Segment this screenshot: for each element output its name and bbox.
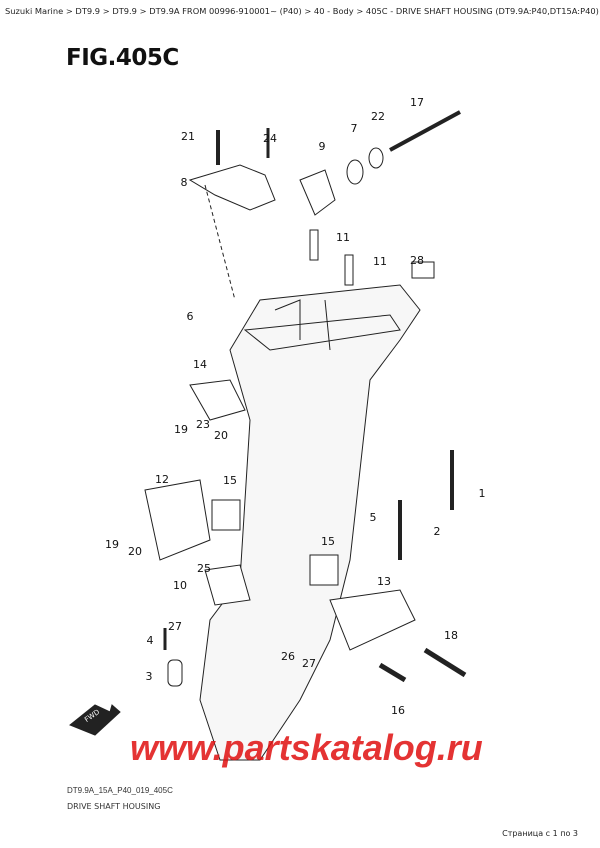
callout-number[interactable]: 19 <box>174 423 188 436</box>
part-10 <box>204 564 251 606</box>
clamp-14 <box>189 379 246 421</box>
callout-number[interactable]: 24 <box>263 132 277 145</box>
callout-number[interactable]: 17 <box>410 96 424 109</box>
callout-number[interactable]: 19 <box>105 538 119 551</box>
figure-title: FIG.405C <box>66 45 179 71</box>
fwd-arrow-icon <box>69 704 121 736</box>
callout-number[interactable]: 27 <box>302 657 316 670</box>
callout-number[interactable]: 12 <box>155 473 169 486</box>
callout-number[interactable]: 2 <box>433 525 441 538</box>
callout-number[interactable]: 1 <box>478 487 486 500</box>
drawing-code: DT9.9A_15A_P40_019_405C <box>67 786 173 795</box>
callout-number[interactable]: 23 <box>196 418 210 431</box>
callout-number[interactable]: 4 <box>146 634 154 647</box>
part-13 <box>329 589 416 651</box>
pagination: Страница с 1 по 3 <box>502 829 578 838</box>
callout-number[interactable]: 15 <box>321 535 335 548</box>
callout-number[interactable]: 20 <box>128 545 142 558</box>
callout-number[interactable]: 11 <box>373 255 387 268</box>
breadcrumb[interactable]: Suzuki Marine > DT9.9 > DT9.9 > DT9.9A F… <box>5 6 599 16</box>
mount-rubber <box>299 169 336 216</box>
callout-number[interactable]: 13 <box>377 575 391 588</box>
callout-number[interactable]: 18 <box>444 629 458 642</box>
callout-number[interactable]: 28 <box>410 254 424 267</box>
callout-number[interactable]: 25 <box>197 562 211 575</box>
callout-number[interactable]: 21 <box>181 130 195 143</box>
callout-number[interactable]: 10 <box>173 579 187 592</box>
callout-number[interactable]: 7 <box>350 122 358 135</box>
callout-number[interactable]: 15 <box>223 474 237 487</box>
watermark: www.partskatalog.ru <box>130 727 483 768</box>
caption: DRIVE SHAFT HOUSING <box>67 802 161 811</box>
upper-mount-bracket <box>188 164 276 211</box>
callout-number[interactable]: 3 <box>145 670 153 683</box>
callout-number[interactable]: 11 <box>336 231 350 244</box>
callout-number[interactable]: 26 <box>281 650 295 663</box>
callout-number[interactable]: 22 <box>371 110 385 123</box>
callout-number[interactable]: 20 <box>214 429 228 442</box>
callout-number[interactable]: 6 <box>186 310 194 323</box>
clamp-12 <box>144 479 211 561</box>
callout-number[interactable]: 9 <box>318 140 326 153</box>
callout-number[interactable]: 14 <box>193 358 207 371</box>
callout-number[interactable]: 8 <box>180 176 188 189</box>
callout-number[interactable]: 5 <box>369 511 377 524</box>
callout-number[interactable]: 27 <box>168 620 182 633</box>
callout-number[interactable]: 16 <box>391 704 405 717</box>
